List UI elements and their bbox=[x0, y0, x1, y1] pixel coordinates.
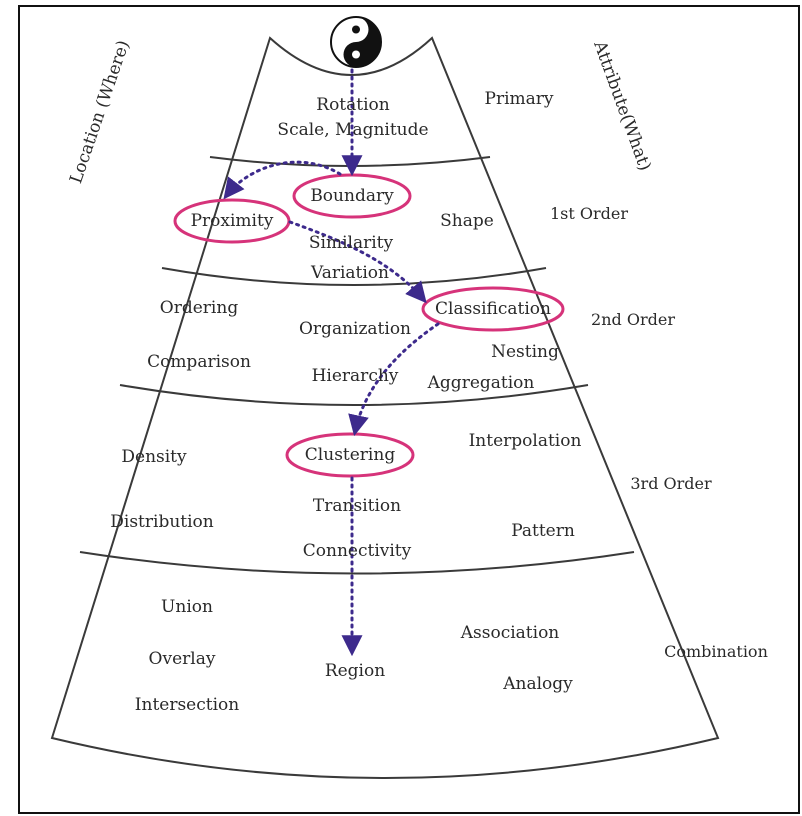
yin-yang-icon bbox=[330, 16, 382, 68]
level-primary: Primary bbox=[484, 89, 554, 109]
divider-second bbox=[119, 384, 589, 406]
concept-scale-magnitude: Scale, Magnitude bbox=[277, 120, 429, 140]
concept-organization: Organization bbox=[298, 319, 412, 339]
concept-region: Region bbox=[324, 661, 386, 681]
divider-first bbox=[161, 267, 547, 286]
concept-transition: Transition bbox=[312, 496, 402, 516]
concept-similarity: Similarity bbox=[308, 233, 394, 253]
concept-proximity: Proximity bbox=[190, 211, 274, 231]
level-second-order: 2nd Order bbox=[591, 310, 675, 329]
concept-variation: Variation bbox=[310, 263, 390, 283]
concept-pattern: Pattern bbox=[511, 521, 575, 541]
level-first-order: 1st Order bbox=[549, 204, 629, 223]
arrow-proximity-to-classification bbox=[288, 220, 427, 304]
figure-border bbox=[18, 5, 800, 814]
divider-third bbox=[79, 551, 635, 575]
concept-connectivity: Connectivity bbox=[302, 541, 412, 561]
concept-distribution: Distribution bbox=[110, 512, 214, 532]
concept-clustering: Clustering bbox=[304, 445, 396, 465]
arrow-classification-to-clustering bbox=[348, 322, 440, 437]
concept-classification: Classification bbox=[435, 299, 551, 319]
level-combination: Combination bbox=[664, 642, 768, 661]
concept-hierarchy: Hierarchy bbox=[311, 366, 399, 386]
concept-analogy: Analogy bbox=[503, 674, 573, 694]
concept-density: Density bbox=[121, 447, 187, 467]
concept-overlay: Overlay bbox=[148, 649, 216, 669]
concept-association: Association bbox=[460, 623, 560, 643]
classification-highlight bbox=[421, 286, 565, 332]
arrow-boundary-to-proximity bbox=[223, 160, 342, 200]
concept-ordering: Ordering bbox=[159, 298, 239, 318]
level-third-order: 3rd Order bbox=[630, 474, 712, 493]
concept-shape: Shape bbox=[440, 211, 494, 231]
concept-nesting: Nesting bbox=[491, 342, 559, 362]
pyramid-outline bbox=[50, 36, 720, 779]
concept-aggregation: Aggregation bbox=[427, 373, 535, 393]
concept-boundary: Boundary bbox=[310, 186, 394, 206]
concept-union: Union bbox=[161, 597, 213, 617]
divider-primary bbox=[209, 156, 491, 167]
concept-intersection: Intersection bbox=[134, 695, 240, 715]
concept-interpolation: Interpolation bbox=[468, 431, 582, 451]
concept-comparison: Comparison bbox=[147, 352, 251, 372]
concept-rotation: Rotation bbox=[316, 95, 390, 115]
